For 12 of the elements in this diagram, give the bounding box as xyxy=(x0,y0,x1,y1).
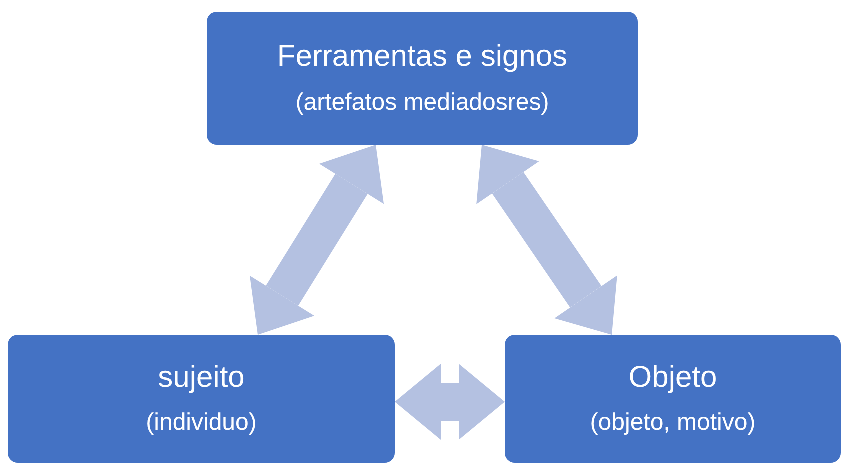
double-arrow xyxy=(476,145,618,335)
box-subtitle: (individuo) xyxy=(146,409,257,438)
box-subtitle: (artefatos mediadosres) xyxy=(296,88,550,117)
box-title: Ferramentas e signos xyxy=(277,40,568,75)
double-arrow xyxy=(395,364,505,440)
box-title: sujeito xyxy=(158,360,245,396)
process-box xyxy=(505,335,841,463)
box-title: Objeto xyxy=(628,360,718,396)
box-subtitle: (objeto, motivo) xyxy=(590,409,756,438)
process-box xyxy=(207,12,638,145)
process-box xyxy=(8,335,395,463)
double-arrow xyxy=(250,145,384,335)
